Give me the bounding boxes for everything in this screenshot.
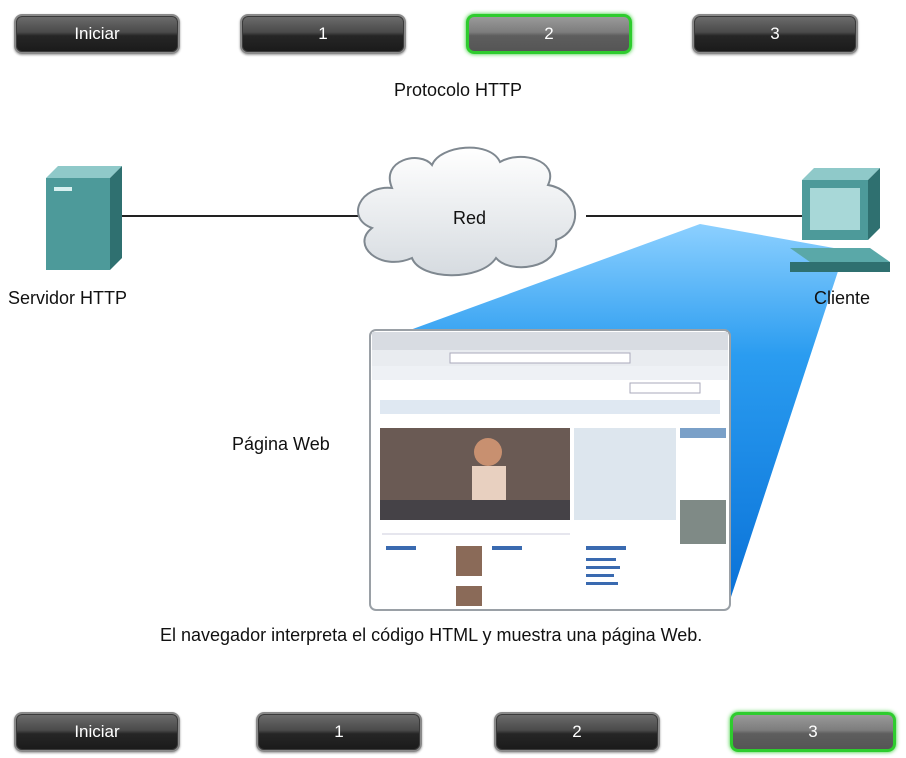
- network-label: Red: [453, 208, 487, 228]
- start-button-top[interactable]: Iniciar: [14, 14, 180, 54]
- start-button-bottom[interactable]: Iniciar: [14, 712, 180, 752]
- step-2-button-bottom[interactable]: 2: [494, 712, 660, 752]
- page-title: Protocolo HTTP: [394, 80, 523, 100]
- step-1-button-bottom[interactable]: 1: [256, 712, 422, 752]
- web-page-thumbnail: [369, 329, 731, 611]
- http-server-icon: [46, 166, 122, 270]
- network-cloud-icon: [357, 146, 577, 277]
- server-label: Servidor HTTP: [8, 288, 128, 308]
- client-computer-icon: [790, 168, 890, 272]
- client-label: Cliente: [814, 288, 871, 308]
- step-1-button-top[interactable]: 1: [240, 14, 406, 54]
- webpage-label: Página Web: [232, 434, 330, 454]
- caption: El navegador interpreta el código HTML y…: [160, 625, 703, 645]
- step-3-button-top[interactable]: 3: [692, 14, 858, 54]
- step-3-button-bottom[interactable]: 3: [730, 712, 896, 752]
- step-2-button-top[interactable]: 2: [466, 14, 632, 54]
